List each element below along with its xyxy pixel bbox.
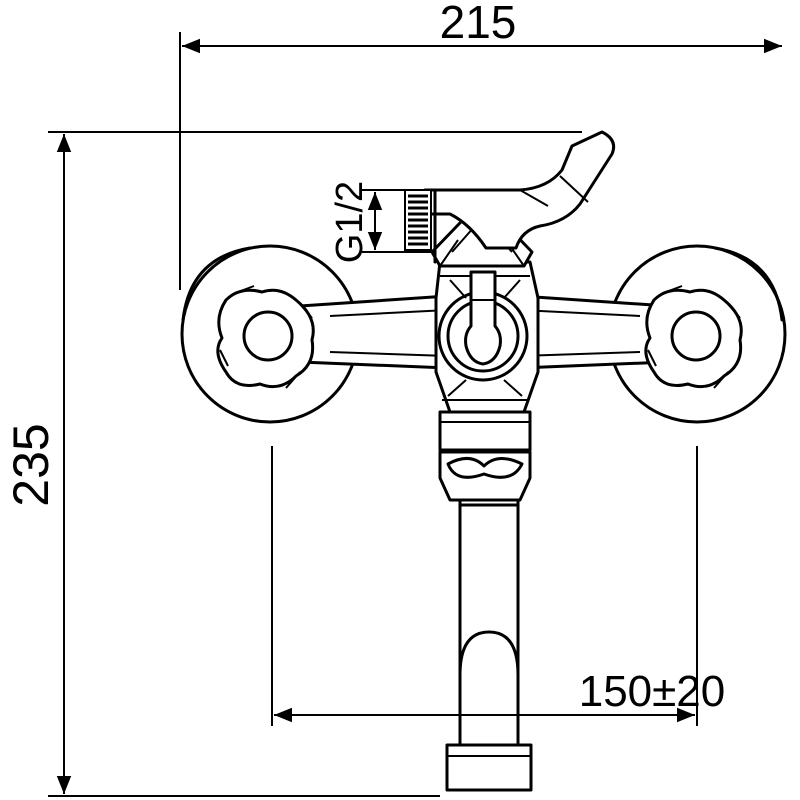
thread-dimension: G1/2 (329, 181, 440, 263)
central-valve-body (434, 260, 540, 414)
swivel-nut (438, 450, 532, 502)
diverter-stem (464, 270, 502, 366)
right-eccentric-nut (644, 285, 743, 389)
spout-aerator (445, 743, 533, 792)
spout (445, 498, 533, 792)
height-dimension-label: 235 (3, 423, 59, 506)
mixer-lever (423, 130, 616, 250)
spacing-dimension-label: 150±20 (579, 667, 726, 716)
left-arm (298, 294, 450, 370)
cartridge-housing (423, 130, 616, 268)
spout-collar (438, 410, 532, 502)
height-dimension: 235 (3, 131, 582, 797)
thread-dimension-label: G1/2 (329, 181, 371, 263)
spacing-dimension: 150±20 (271, 446, 726, 726)
left-eccentric-nut (216, 285, 315, 389)
width-dimension-label: 215 (440, 0, 517, 48)
width-dimension: 215 (179, 0, 782, 290)
threaded-nipple (404, 188, 437, 264)
faucet-body (180, 130, 787, 792)
